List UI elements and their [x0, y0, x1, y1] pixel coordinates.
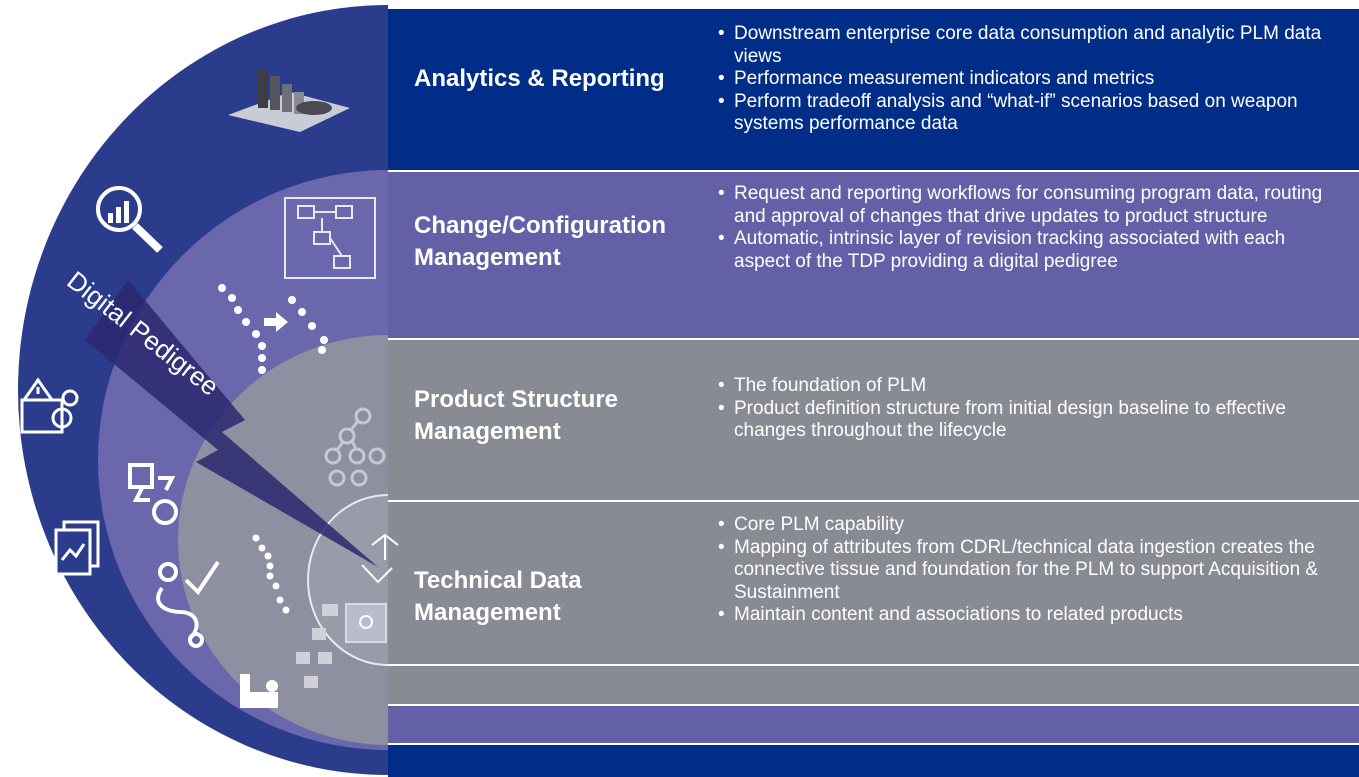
- band-purple-strip: [388, 706, 1359, 743]
- title-change-config: Change/Configuration Management: [414, 212, 666, 271]
- band-gray-strip: [388, 666, 1359, 704]
- analytics-3d-icon: [228, 70, 350, 132]
- bullet-item: Perform tradeoff analysis and “what-if” …: [718, 91, 1343, 136]
- magnifier-chart-icon: [96, 186, 163, 253]
- bullet-item: Downstream enterprise core data consumpt…: [718, 23, 1343, 68]
- bullets-change-config: Request and reporting workflows for cons…: [718, 183, 1343, 273]
- hierarchy-icon: [324, 407, 386, 487]
- bullet-item: The foundation of PLM: [718, 375, 1343, 398]
- bullet-item: Request and reporting workflows for cons…: [718, 183, 1343, 228]
- warning-gears-icon: [20, 377, 79, 434]
- bullet-item: Maintain content and associations to rel…: [718, 604, 1343, 627]
- report-pages-icon: [54, 520, 100, 576]
- hand-icon: [240, 674, 278, 708]
- node-chain-icon: [252, 534, 290, 614]
- route-check-icon: [156, 560, 220, 648]
- bullet-item: Performance measurement indicators and m…: [718, 68, 1343, 91]
- bullets-analytics: Downstream enterprise core data consumpt…: [718, 23, 1343, 136]
- title-analytics: Analytics & Reporting: [414, 65, 665, 92]
- node-tree-arrow-icon: [218, 284, 328, 374]
- title-technical-data: Technical Data Management: [414, 567, 582, 626]
- org-chart-icon: [296, 604, 338, 688]
- title-product-structure: Product Structure Management: [414, 386, 619, 445]
- band-navy-strip: [388, 745, 1359, 777]
- bullet-item: Automatic, intrinsic layer of revision t…: [718, 228, 1343, 273]
- bullet-item: Core PLM capability: [718, 514, 1343, 537]
- bullets-technical-data: Core PLM capability Mapping of attribute…: [718, 514, 1343, 627]
- bullet-item: Product definition structure from initia…: [718, 398, 1343, 443]
- bullet-item: Mapping of attributes from CDRL/technica…: [718, 537, 1343, 605]
- digital-pedigree-bolt: [85, 280, 378, 567]
- workflow-diagram-icon: [284, 197, 376, 279]
- technical-drawing-icon: [345, 533, 399, 643]
- bullets-product-structure: The foundation of PLM Product definition…: [718, 375, 1343, 443]
- swap-shapes-icon: [128, 463, 178, 525]
